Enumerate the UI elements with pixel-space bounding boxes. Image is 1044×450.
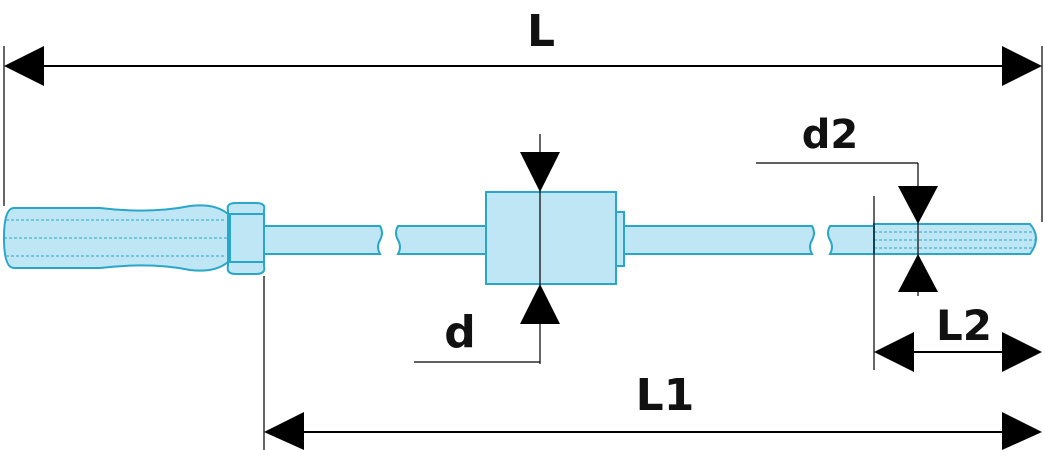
dimension-label-d2: d2	[802, 112, 858, 158]
threaded-tip	[873, 223, 1037, 255]
dimension-label-L2: L2	[936, 301, 992, 350]
dimension-label-L: L	[527, 6, 555, 57]
rod-segment-middle-right	[623, 225, 815, 255]
d2-arrow-top	[898, 186, 938, 224]
d2-arrow-bottom	[898, 254, 938, 292]
handle-grip-lines	[4, 219, 228, 257]
d-arrow-bottom	[520, 284, 560, 324]
dimension-label-L1: L1	[636, 370, 695, 421]
tool-body	[2, 191, 1037, 285]
slide-weight-stop	[615, 211, 625, 267]
rod-segment-right	[827, 225, 875, 255]
d-arrow-top	[520, 152, 560, 192]
rod-segment-middle-left	[395, 225, 487, 255]
thread-lines	[874, 231, 1036, 249]
L-arrow-left	[4, 46, 44, 86]
L-arrow-right	[1002, 46, 1042, 86]
dimension-d: d	[414, 134, 560, 364]
L2-arrow-left	[874, 332, 914, 372]
ferrule-ring	[229, 213, 265, 263]
dimension-L1: L1	[263, 276, 1042, 450]
L2-arrow-right	[1002, 332, 1042, 372]
dimension-L: L	[3, 6, 1043, 222]
L1-arrow-right	[1002, 412, 1042, 450]
dimension-L2: L2	[873, 196, 1042, 372]
rod-segment-left	[263, 225, 383, 255]
L1-arrow-left	[264, 412, 304, 450]
dimension-label-d: d	[444, 307, 476, 358]
slide-weight	[485, 191, 617, 285]
dimension-d2: d2	[756, 112, 938, 296]
